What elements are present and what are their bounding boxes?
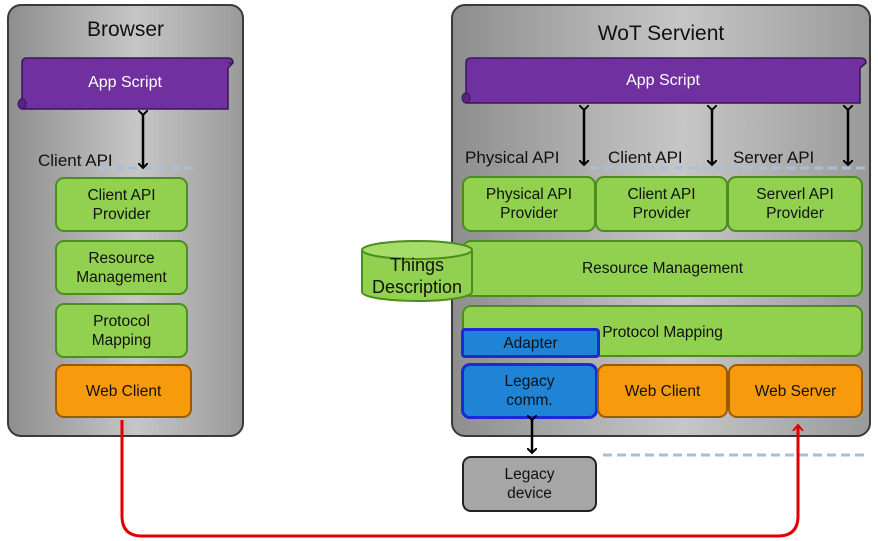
browser-web-client: Web Client: [55, 364, 192, 418]
browser-protocol-mapping: Protocol Mapping: [55, 303, 188, 358]
server-api-label: Server API: [733, 148, 815, 167]
servient-web-client: Web Client: [597, 364, 728, 418]
adapter: Adapter: [461, 328, 600, 358]
legacy-device: Legacy device: [462, 456, 597, 512]
servient-title: WoT Servient: [597, 22, 725, 45]
servient-web-server: Web Server: [728, 364, 863, 418]
servient-resource-management: Resource Management: [462, 240, 863, 297]
servient-app-script-scroll: [461, 57, 867, 104]
things-description-label: Things Description: [371, 255, 463, 297]
servient-resource-management-label: Resource Management: [581, 260, 744, 277]
client-api-label: Client API: [608, 148, 683, 167]
legacy-comm: Legacy comm.: [461, 363, 598, 419]
browser-client-api-provider: Client API Provider: [55, 177, 188, 232]
browser-app-script-scroll: [17, 57, 234, 110]
servient-protocol-mapping-label: Protocol Mapping: [602, 324, 723, 341]
client-api-provider: Client API Provider: [595, 176, 728, 232]
servient-app-script: App Script: [626, 72, 700, 89]
physical-api-label: Physical API: [465, 148, 560, 167]
browser-app-script: App Script: [88, 74, 162, 91]
things-description-cylinder: [361, 240, 473, 302]
server-api-provider: Serverl API Provider: [727, 176, 863, 232]
browser-resource-management: Resource Management: [55, 240, 188, 295]
browser-client-api-label: Client API: [38, 151, 113, 170]
client-server-connection: [120, 420, 798, 538]
physical-api-provider: Physical API Provider: [462, 176, 596, 232]
browser-title: Browser: [86, 18, 165, 41]
